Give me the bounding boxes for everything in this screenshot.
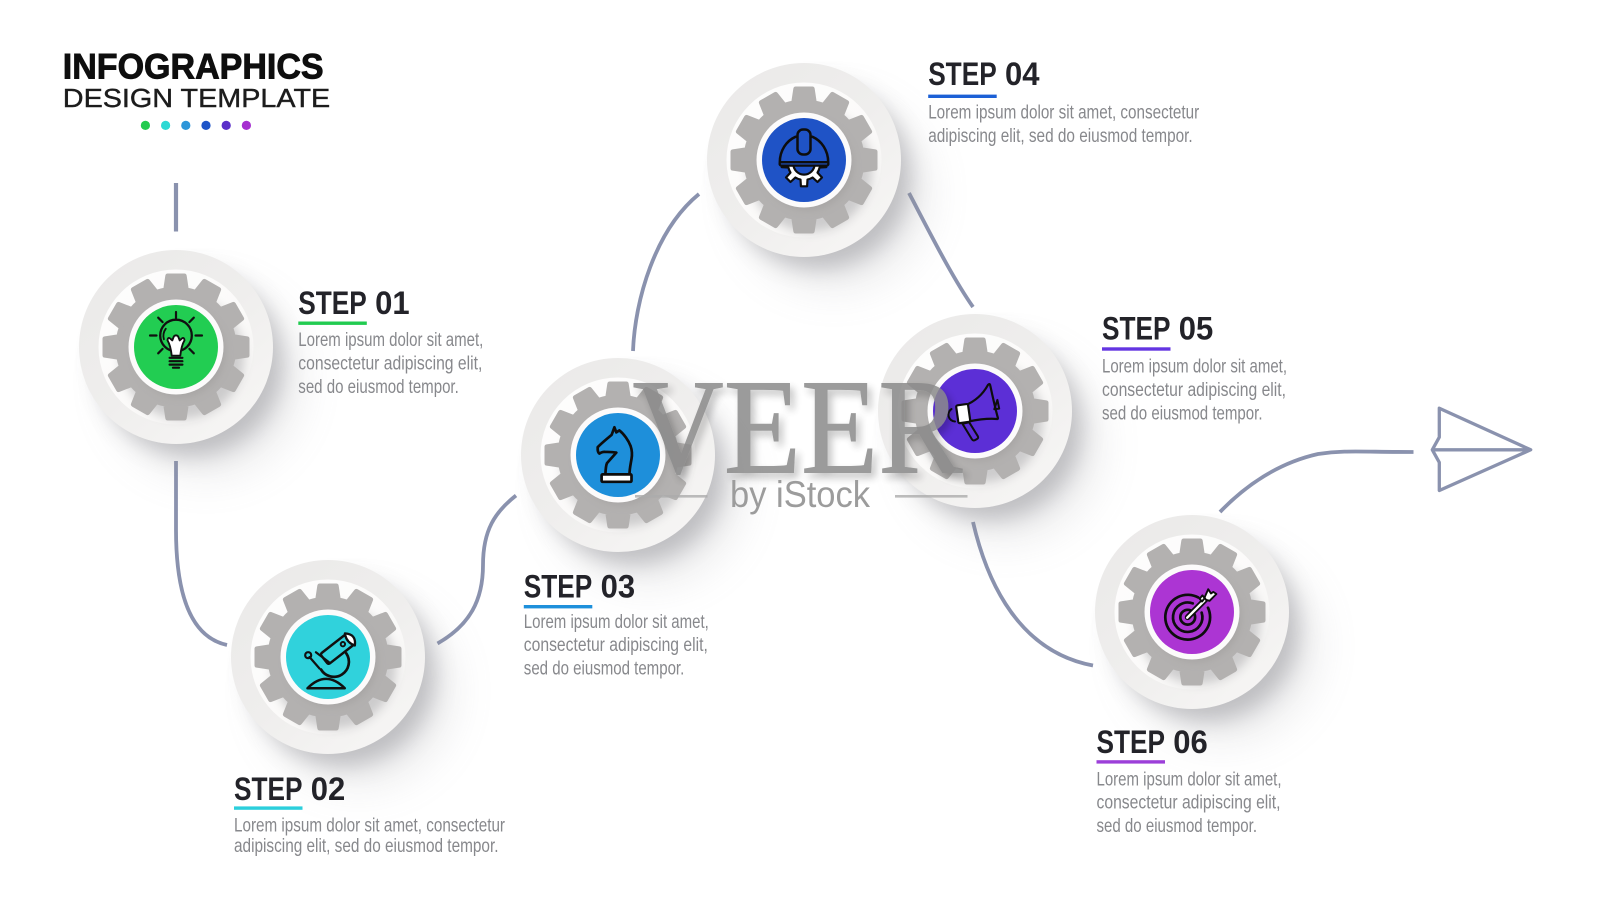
svg-text:adipiscing elit, sed do eiusmo: adipiscing elit, sed do eiusmod tempor. <box>234 836 499 857</box>
svg-text:02: 02 <box>311 771 346 807</box>
svg-text:STEP: STEP <box>298 285 367 321</box>
svg-text:04: 04 <box>1005 56 1040 92</box>
svg-text:DESIGN TEMPLATE: DESIGN TEMPLATE <box>63 85 330 113</box>
svg-text:01: 01 <box>375 285 410 321</box>
svg-text:consectetur adipiscing elit,: consectetur adipiscing elit, <box>1102 380 1286 401</box>
svg-text:VEER: VEER <box>633 353 963 503</box>
svg-text:sed do eiusmod tempor.: sed do eiusmod tempor. <box>524 659 685 680</box>
svg-text:STEP: STEP <box>234 771 303 807</box>
svg-text:05: 05 <box>1179 311 1214 347</box>
svg-text:03: 03 <box>601 569 636 605</box>
svg-text:STEP: STEP <box>1097 724 1166 760</box>
svg-text:sed do eiusmod tempor.: sed do eiusmod tempor. <box>1097 816 1258 837</box>
svg-text:Lorem ipsum dolor sit amet,: Lorem ipsum dolor sit amet, <box>524 612 709 633</box>
svg-text:STEP: STEP <box>928 56 997 92</box>
svg-text:STEP: STEP <box>524 569 593 605</box>
svg-text:Lorem ipsum dolor sit amet,: Lorem ipsum dolor sit amet, <box>1102 357 1287 378</box>
svg-text:consectetur adipiscing elit,: consectetur adipiscing elit, <box>298 354 482 375</box>
svg-text:consectetur adipiscing elit,: consectetur adipiscing elit, <box>1097 793 1281 814</box>
svg-text:Lorem ipsum dolor sit amet,: Lorem ipsum dolor sit amet, <box>298 330 483 351</box>
svg-text:INFOGRAPHICS: INFOGRAPHICS <box>63 47 324 87</box>
svg-text:sed do eiusmod tempor.: sed do eiusmod tempor. <box>298 377 459 398</box>
svg-text:adipiscing elit, sed do eiusmo: adipiscing elit, sed do eiusmod tempor. <box>928 126 1192 147</box>
svg-text:sed do eiusmod tempor.: sed do eiusmod tempor. <box>1102 404 1263 425</box>
svg-text:Lorem ipsum dolor sit amet, co: Lorem ipsum dolor sit amet, consectetur <box>928 103 1199 124</box>
svg-text:STEP: STEP <box>1102 311 1171 347</box>
svg-text:Lorem ipsum dolor sit amet, co: Lorem ipsum dolor sit amet, consectetur <box>234 815 505 836</box>
svg-text:06: 06 <box>1173 724 1208 760</box>
svg-text:consectetur adipiscing elit,: consectetur adipiscing elit, <box>524 635 708 656</box>
svg-text:by iStock: by iStock <box>730 474 870 515</box>
svg-text:Lorem ipsum dolor sit amet,: Lorem ipsum dolor sit amet, <box>1097 769 1282 790</box>
